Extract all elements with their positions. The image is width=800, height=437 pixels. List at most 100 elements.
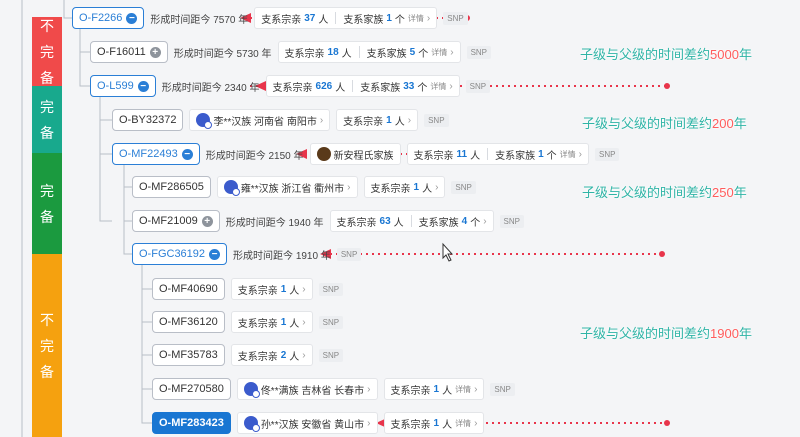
expand-icon[interactable]: +	[149, 46, 161, 58]
snp-tag[interactable]: SNP	[451, 180, 476, 194]
branch-label: 支系宗亲	[390, 385, 431, 397]
age-text: 形成时间距今 2340 年	[162, 79, 260, 94]
user-avatar-icon	[196, 113, 213, 129]
person-chip[interactable]: 雍**汉族 浙江省 衢州市 ›	[216, 176, 358, 198]
annotation-number: 5000	[710, 47, 739, 62]
user-avatar-icon	[243, 382, 260, 398]
snp-tag[interactable]: SNP	[499, 214, 524, 228]
details-link[interactable]: 详情	[407, 13, 424, 23]
haplogroup-node[interactable]: O-MF270580	[152, 378, 231, 400]
age-text: 形成时间距今 7570 年	[150, 11, 248, 26]
surname-label: 支系家族	[343, 14, 384, 26]
age-text: 形成时间距今 5730 年	[174, 45, 272, 60]
stats-chip[interactable]: 支系宗亲 1 人 ›	[230, 278, 313, 300]
family-chip[interactable]: 新安程氏家族	[309, 143, 401, 165]
snp-tag[interactable]: SNP	[336, 247, 362, 261]
time-gap-annotation: 子级与父级的时间差约200年	[582, 113, 747, 132]
branch-label: 支系宗亲	[261, 14, 302, 26]
collapse-icon[interactable]: −	[209, 248, 221, 260]
tree-row: O-MF270580 佟**满族 吉林省 长春市 › 支系宗亲 1 人 详情› …	[152, 377, 515, 401]
details-link[interactable]: 详情	[559, 149, 576, 159]
age-value: 7570 年	[213, 14, 249, 26]
chevron-right-icon: ›	[367, 383, 371, 395]
tree-row: O-L599 − 形成时间距今 2340 年 支系宗亲 626 人 支系家族 3…	[90, 74, 491, 98]
stats-chip[interactable]: 支系宗亲 18 人 支系家族 5 个 详情›	[277, 41, 461, 63]
age-prefix: 形成时间距今	[150, 14, 211, 26]
tree-row: O-FGC36192 − 形成时间距今 1910 年 SNP	[132, 242, 362, 266]
snp-tag[interactable]: SNP	[443, 11, 468, 25]
haplogroup-node[interactable]: O-F2266 −	[72, 7, 145, 29]
node-id: O-MF22493	[119, 148, 178, 160]
person-chip[interactable]: 李**汉族 河南省 南阳市 ›	[189, 109, 331, 131]
unit: 人	[393, 217, 404, 229]
tree-row: O-MF286505 雍**汉族 浙江省 衢州市 › 支系宗亲 1 人 › SN…	[132, 175, 476, 199]
snp-tag[interactable]: SNP	[318, 348, 344, 362]
chevron-right-icon: ›	[347, 181, 351, 193]
age-value: 5730 年	[236, 48, 272, 60]
annotation-unit: 年	[738, 47, 752, 62]
haplogroup-node-selected[interactable]: O-MF283423	[152, 412, 231, 434]
stats-chip[interactable]: 支系宗亲 626 人 支系家族 33 个 详情›	[265, 75, 460, 97]
stats-chip[interactable]: 支系宗亲 1 人 ›	[363, 176, 446, 198]
expand-icon[interactable]: +	[201, 215, 213, 227]
collapse-icon[interactable]: −	[181, 148, 193, 160]
details-link[interactable]: 详情	[431, 47, 448, 57]
band-char: 完	[40, 98, 54, 115]
collapse-icon[interactable]: −	[126, 12, 138, 24]
snp-tag[interactable]: SNP	[595, 147, 620, 161]
node-id: O-MF36120	[159, 316, 218, 328]
unit: 人	[318, 14, 329, 26]
stats-chip[interactable]: 支系宗亲 1 人 详情›	[383, 412, 485, 434]
haplogroup-node[interactable]: O-BY32372	[112, 109, 184, 131]
snp-tag[interactable]: SNP	[466, 45, 492, 59]
snp-tag[interactable]: SNP	[318, 282, 344, 296]
collapse-icon[interactable]: −	[137, 80, 149, 92]
haplogroup-node[interactable]: O-L599 −	[90, 75, 156, 97]
unit: 人	[341, 48, 352, 60]
chevron-right-icon: ›	[474, 383, 478, 395]
age-prefix: 形成时间距今	[225, 217, 286, 229]
chevron-right-icon: ›	[474, 417, 478, 429]
stats-chip[interactable]: 支系宗亲 63 人 支系家族 4 个 ›	[329, 210, 494, 232]
haplogroup-node[interactable]: O-MF286505	[132, 176, 211, 198]
haplogroup-node[interactable]: O-MF36120	[152, 311, 225, 333]
branch-count: 626	[315, 80, 333, 92]
branch-label: 支系宗亲	[284, 48, 325, 60]
person-chip[interactable]: 孙**汉族 安徽省 黄山市 ›	[236, 412, 378, 434]
stats-chip[interactable]: 支系宗亲 1 人 ›	[230, 311, 313, 333]
haplogroup-node[interactable]: O-MF22493 −	[112, 143, 200, 165]
age-prefix: 形成时间距今	[233, 250, 294, 262]
family-avatar-icon	[316, 147, 331, 161]
branch-count: 1	[413, 181, 420, 193]
chevron-right-icon: ›	[367, 417, 371, 429]
chevron-right-icon: ›	[319, 114, 324, 126]
surname-count: 1	[538, 148, 544, 160]
snp-tag[interactable]: SNP	[490, 382, 515, 396]
person-chip[interactable]: 佟**满族 吉林省 长春市 ›	[236, 378, 378, 400]
band-char: 完	[40, 337, 54, 354]
annotation-text: 子级与父级的时间差约	[580, 326, 711, 341]
stats-chip[interactable]: 支系宗亲 37 人 支系家族 1 个 详情›	[254, 7, 438, 29]
haplogroup-node[interactable]: O-MF40690	[152, 278, 225, 300]
surname-label: 支系家族	[495, 150, 536, 162]
snp-tag[interactable]: SNP	[424, 113, 449, 127]
details-link[interactable]: 详情	[455, 418, 472, 428]
node-id: O-L599	[97, 80, 134, 92]
snp-tag[interactable]: SNP	[465, 79, 491, 93]
node-id: O-F16011	[97, 46, 146, 58]
stats-chip[interactable]: 支系宗亲 11 人 支系家族 1 个 详情›	[406, 143, 589, 165]
branch-label: 支系宗亲	[370, 183, 411, 195]
snp-tag[interactable]: SNP	[318, 315, 344, 329]
branch-label: 支系宗亲	[237, 351, 278, 363]
haplogroup-node[interactable]: O-MF21009 +	[132, 210, 220, 232]
chevron-right-icon: ›	[426, 12, 431, 24]
stats-chip[interactable]: 支系宗亲 1 人 ›	[336, 109, 419, 131]
chevron-right-icon: ›	[578, 148, 582, 160]
stats-chip[interactable]: 支系宗亲 1 人 详情›	[383, 378, 485, 400]
haplogroup-node[interactable]: O-F16011 +	[90, 41, 168, 63]
details-link[interactable]: 详情	[455, 384, 472, 394]
haplogroup-node[interactable]: O-MF35783	[152, 344, 225, 366]
stats-chip[interactable]: 支系宗亲 2 人 ›	[230, 344, 313, 366]
details-link[interactable]: 详情	[430, 81, 447, 91]
haplogroup-node[interactable]: O-FGC36192 −	[132, 243, 228, 265]
